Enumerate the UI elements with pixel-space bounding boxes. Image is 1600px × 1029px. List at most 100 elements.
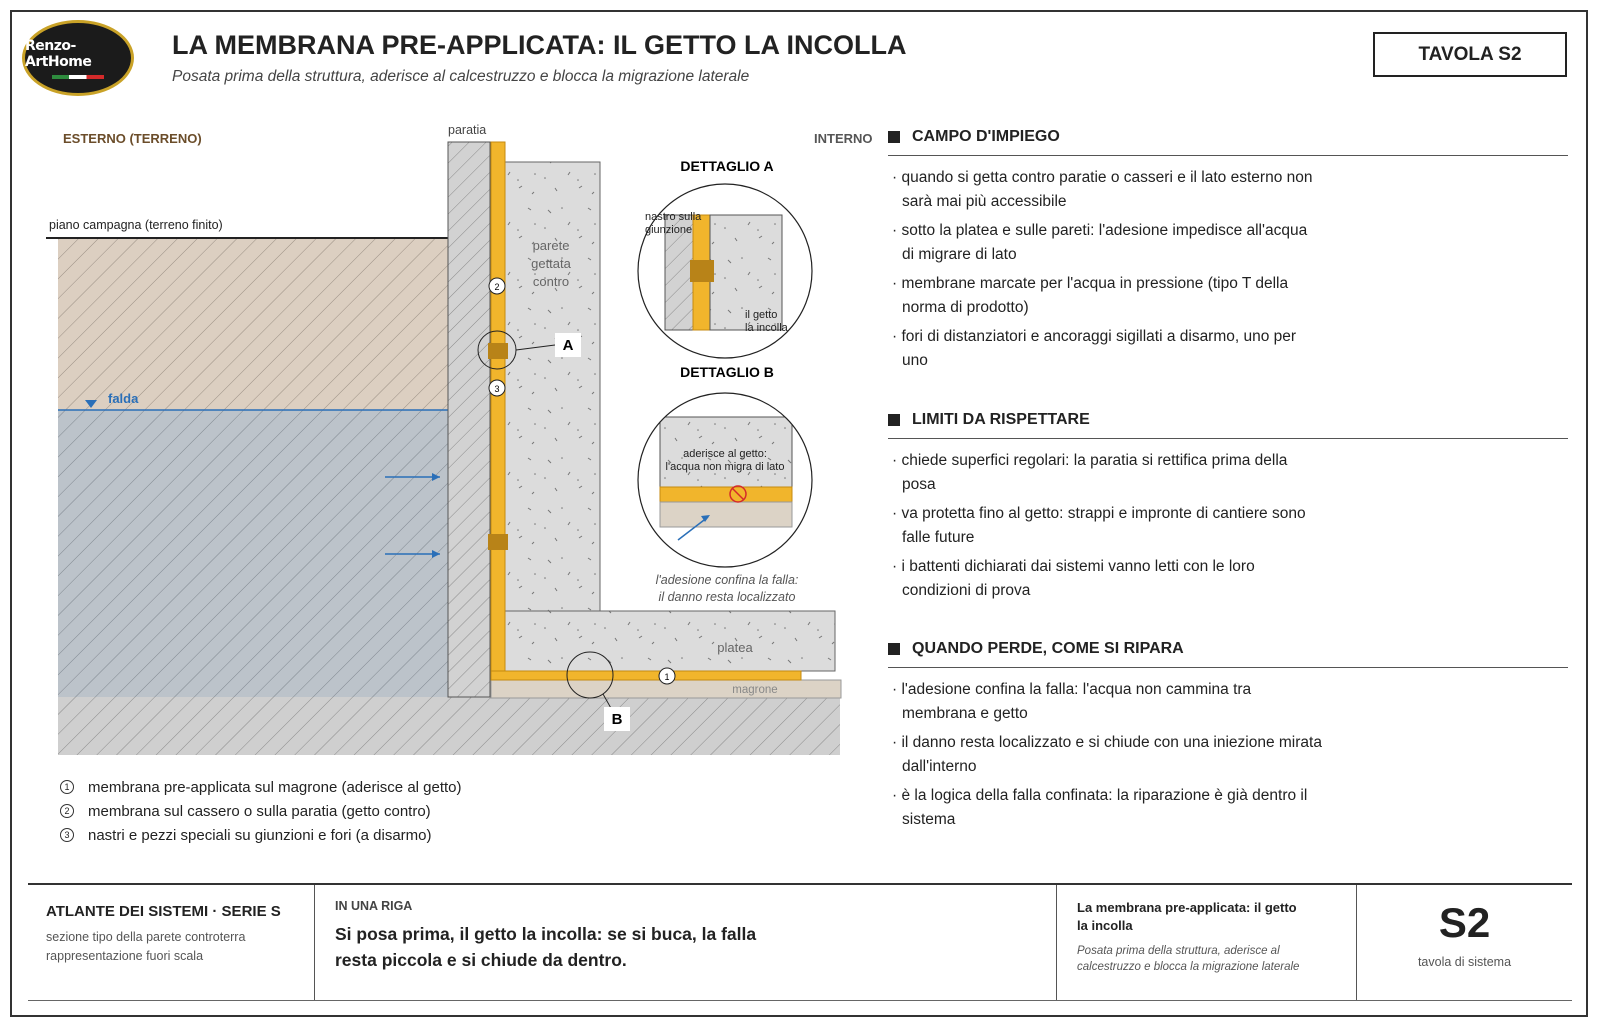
legend-num-badge: 1 xyxy=(60,780,74,794)
joint-tape xyxy=(488,343,508,359)
legend-item: 3 nastri e pezzi speciali su giunzioni e… xyxy=(60,823,462,847)
section-limiti: LIMITI DA RISPETTARE chiede superfici re… xyxy=(888,411,1568,608)
marker-b-box xyxy=(604,707,630,731)
footer-divider xyxy=(1056,885,1057,1000)
label-falda: falda xyxy=(108,391,139,406)
num-badge-1 xyxy=(658,667,676,685)
marker-a: A xyxy=(563,337,574,354)
label-interno: INTERNO xyxy=(814,131,873,146)
section-heading: LIMITI DA RISPETTARE xyxy=(888,411,1568,439)
soil-saturated xyxy=(58,410,448,697)
section-title: CAMPO D'IMPIEGO xyxy=(912,128,1060,145)
num-badge-2 xyxy=(488,277,506,295)
label-paratia: paratia xyxy=(448,123,486,137)
detail-b-title: DETTAGLIO B xyxy=(680,364,774,380)
section-heading: QUANDO PERDE, COME SI RIPARA xyxy=(888,640,1568,668)
footer-divider xyxy=(1356,885,1357,1000)
logo-text: Renzo-ArtHome xyxy=(25,37,92,70)
footer-line-1: sezione tipo della parete controterra xyxy=(46,930,246,944)
membrane-horizontal xyxy=(490,670,802,681)
legend-num-badge: 2 xyxy=(60,804,74,818)
footer-ref-title: La membrana pre-applicata: il getto la i… xyxy=(1077,900,1297,933)
bullet-square-icon xyxy=(888,131,900,143)
list-item: il danno resta localizzato e si chiude c… xyxy=(888,731,1322,779)
legend: 1 membrana pre-applicata sul magrone (ad… xyxy=(60,775,462,847)
section-title: QUANDO PERDE, COME SI RIPARA xyxy=(912,640,1184,657)
list-item: sotto la platea e sulle pareti: l'adesio… xyxy=(888,219,1322,267)
list-item: quando si getta contro paratie o casseri… xyxy=(888,166,1322,214)
legend-num-badge: 3 xyxy=(60,828,74,842)
detail-a-incolla-2: la incolla xyxy=(745,322,789,334)
detail-b-content xyxy=(638,393,812,567)
joint-tape xyxy=(488,534,508,550)
section-heading: CAMPO D'IMPIEGO xyxy=(888,128,1568,156)
bullet-list: quando si getta contro paratie o casseri… xyxy=(888,166,1568,373)
bullet-square-icon xyxy=(888,414,900,426)
pressure-arrowhead xyxy=(432,550,440,558)
water-table-symbol xyxy=(85,400,97,408)
footer-ref-subtitle: Posata prima della struttura, aderisce a… xyxy=(1077,945,1300,973)
logo: Renzo-ArtHome xyxy=(22,20,134,96)
bullet-list: l'adesione confina la falla: l'acqua non… xyxy=(888,678,1568,832)
footer-series: ATLANTE DEI SISTEMI · SERIE S xyxy=(46,903,281,920)
label-parete-1: parete xyxy=(533,238,570,253)
detail-a-title: DETTAGLIO A xyxy=(680,158,773,174)
note-line-1: l'adesione confina la falla: xyxy=(656,573,799,587)
legend-text: membrana sul cassero o sulla paratia (ge… xyxy=(88,802,431,820)
no-migration-icon-slash xyxy=(731,487,745,501)
list-item: membrane marcate per l'acqua in pression… xyxy=(888,272,1322,320)
footer-code-cell: S2 tavola di sistema xyxy=(1357,885,1572,1000)
list-item: l'adesione confina la falla: l'acqua non… xyxy=(888,678,1322,726)
label-esterno: ESTERNO (TERRENO) xyxy=(63,131,202,146)
label-magrone: magrone xyxy=(732,684,777,696)
callout-leader-a xyxy=(515,344,556,351)
footer-code: S2 xyxy=(1438,899,1491,946)
num-badge-3 xyxy=(488,379,506,397)
membrane-vertical xyxy=(490,141,506,681)
italian-flag-stripe xyxy=(52,74,104,79)
detail-b-aderisce-2: l'acqua non migra di lato xyxy=(666,461,785,473)
detail-b-circle xyxy=(637,392,813,568)
label-piano-campagna: piano campagna (terreno finito) xyxy=(49,218,223,232)
cast-wall xyxy=(504,161,601,615)
detail-a-nastro-2: giunzione xyxy=(645,224,692,236)
num-3: 3 xyxy=(494,384,499,394)
list-item: chiede superfici regolari: la paratia si… xyxy=(888,449,1322,497)
list-item: va protetta fino al getto: strappi e imp… xyxy=(888,502,1322,550)
legend-item: 1 membrana pre-applicata sul magrone (ad… xyxy=(60,775,462,799)
section-campo-impiego: CAMPO D'IMPIEGO quando si getta contro p… xyxy=(888,128,1568,378)
bullet-square-icon xyxy=(888,643,900,655)
footer-summary: Si posa prima, il getto la incolla: se s… xyxy=(335,924,757,970)
pressure-arrowhead xyxy=(432,473,440,481)
soil-dry xyxy=(58,238,448,410)
list-item: è la logica della falla confinata: la ri… xyxy=(888,784,1322,832)
label-parete-2: gettata xyxy=(531,256,572,271)
detail-a-circle xyxy=(637,183,813,359)
marker-b: B xyxy=(612,711,623,728)
detail-a-content xyxy=(638,184,812,358)
footer-summary-cell: IN UNA RIGA Si posa prima, il getto la i… xyxy=(315,885,1056,1000)
page-title: LA MEMBRANA PRE-APPLICATA: IL GETTO LA I… xyxy=(172,30,907,60)
section-ripara: QUANDO PERDE, COME SI RIPARA l'adesione … xyxy=(888,640,1568,837)
page-subtitle: Posata prima della struttura, aderisce a… xyxy=(172,68,750,85)
soil-base xyxy=(58,697,840,755)
footer-line-2: rappresentazione fuori scala xyxy=(46,949,204,963)
list-item: i battenti dichiarati dai sistemi vanno … xyxy=(888,555,1322,603)
marker-a-box xyxy=(555,333,581,357)
detail-b-aderisce-1: aderisce al getto: xyxy=(683,448,767,460)
label-parete-3: contro xyxy=(533,274,569,289)
num-1: 1 xyxy=(664,672,669,682)
detail-a-nastro-1: nastro sulla xyxy=(645,211,702,223)
section-title: LIMITI DA RISPETTARE xyxy=(912,411,1090,428)
no-migration-icon xyxy=(729,485,747,503)
bullet-list: chiede superfici regolari: la paratia si… xyxy=(888,449,1568,603)
footer-series-cell: ATLANTE DEI SISTEMI · SERIE S sezione ti… xyxy=(28,885,314,1000)
slab xyxy=(504,610,836,672)
tavola-badge: TAVOLA S2 xyxy=(1373,32,1567,77)
footer-code-label: tavola di sistema xyxy=(1417,955,1512,969)
page-frame xyxy=(10,10,1588,1017)
legend-item: 2 membrana sul cassero o sulla paratia (… xyxy=(60,799,462,823)
legend-text: nastri e pezzi speciali su giunzioni e f… xyxy=(88,826,432,844)
list-item: fori di distanziatori e ancoraggi sigill… xyxy=(888,325,1322,373)
